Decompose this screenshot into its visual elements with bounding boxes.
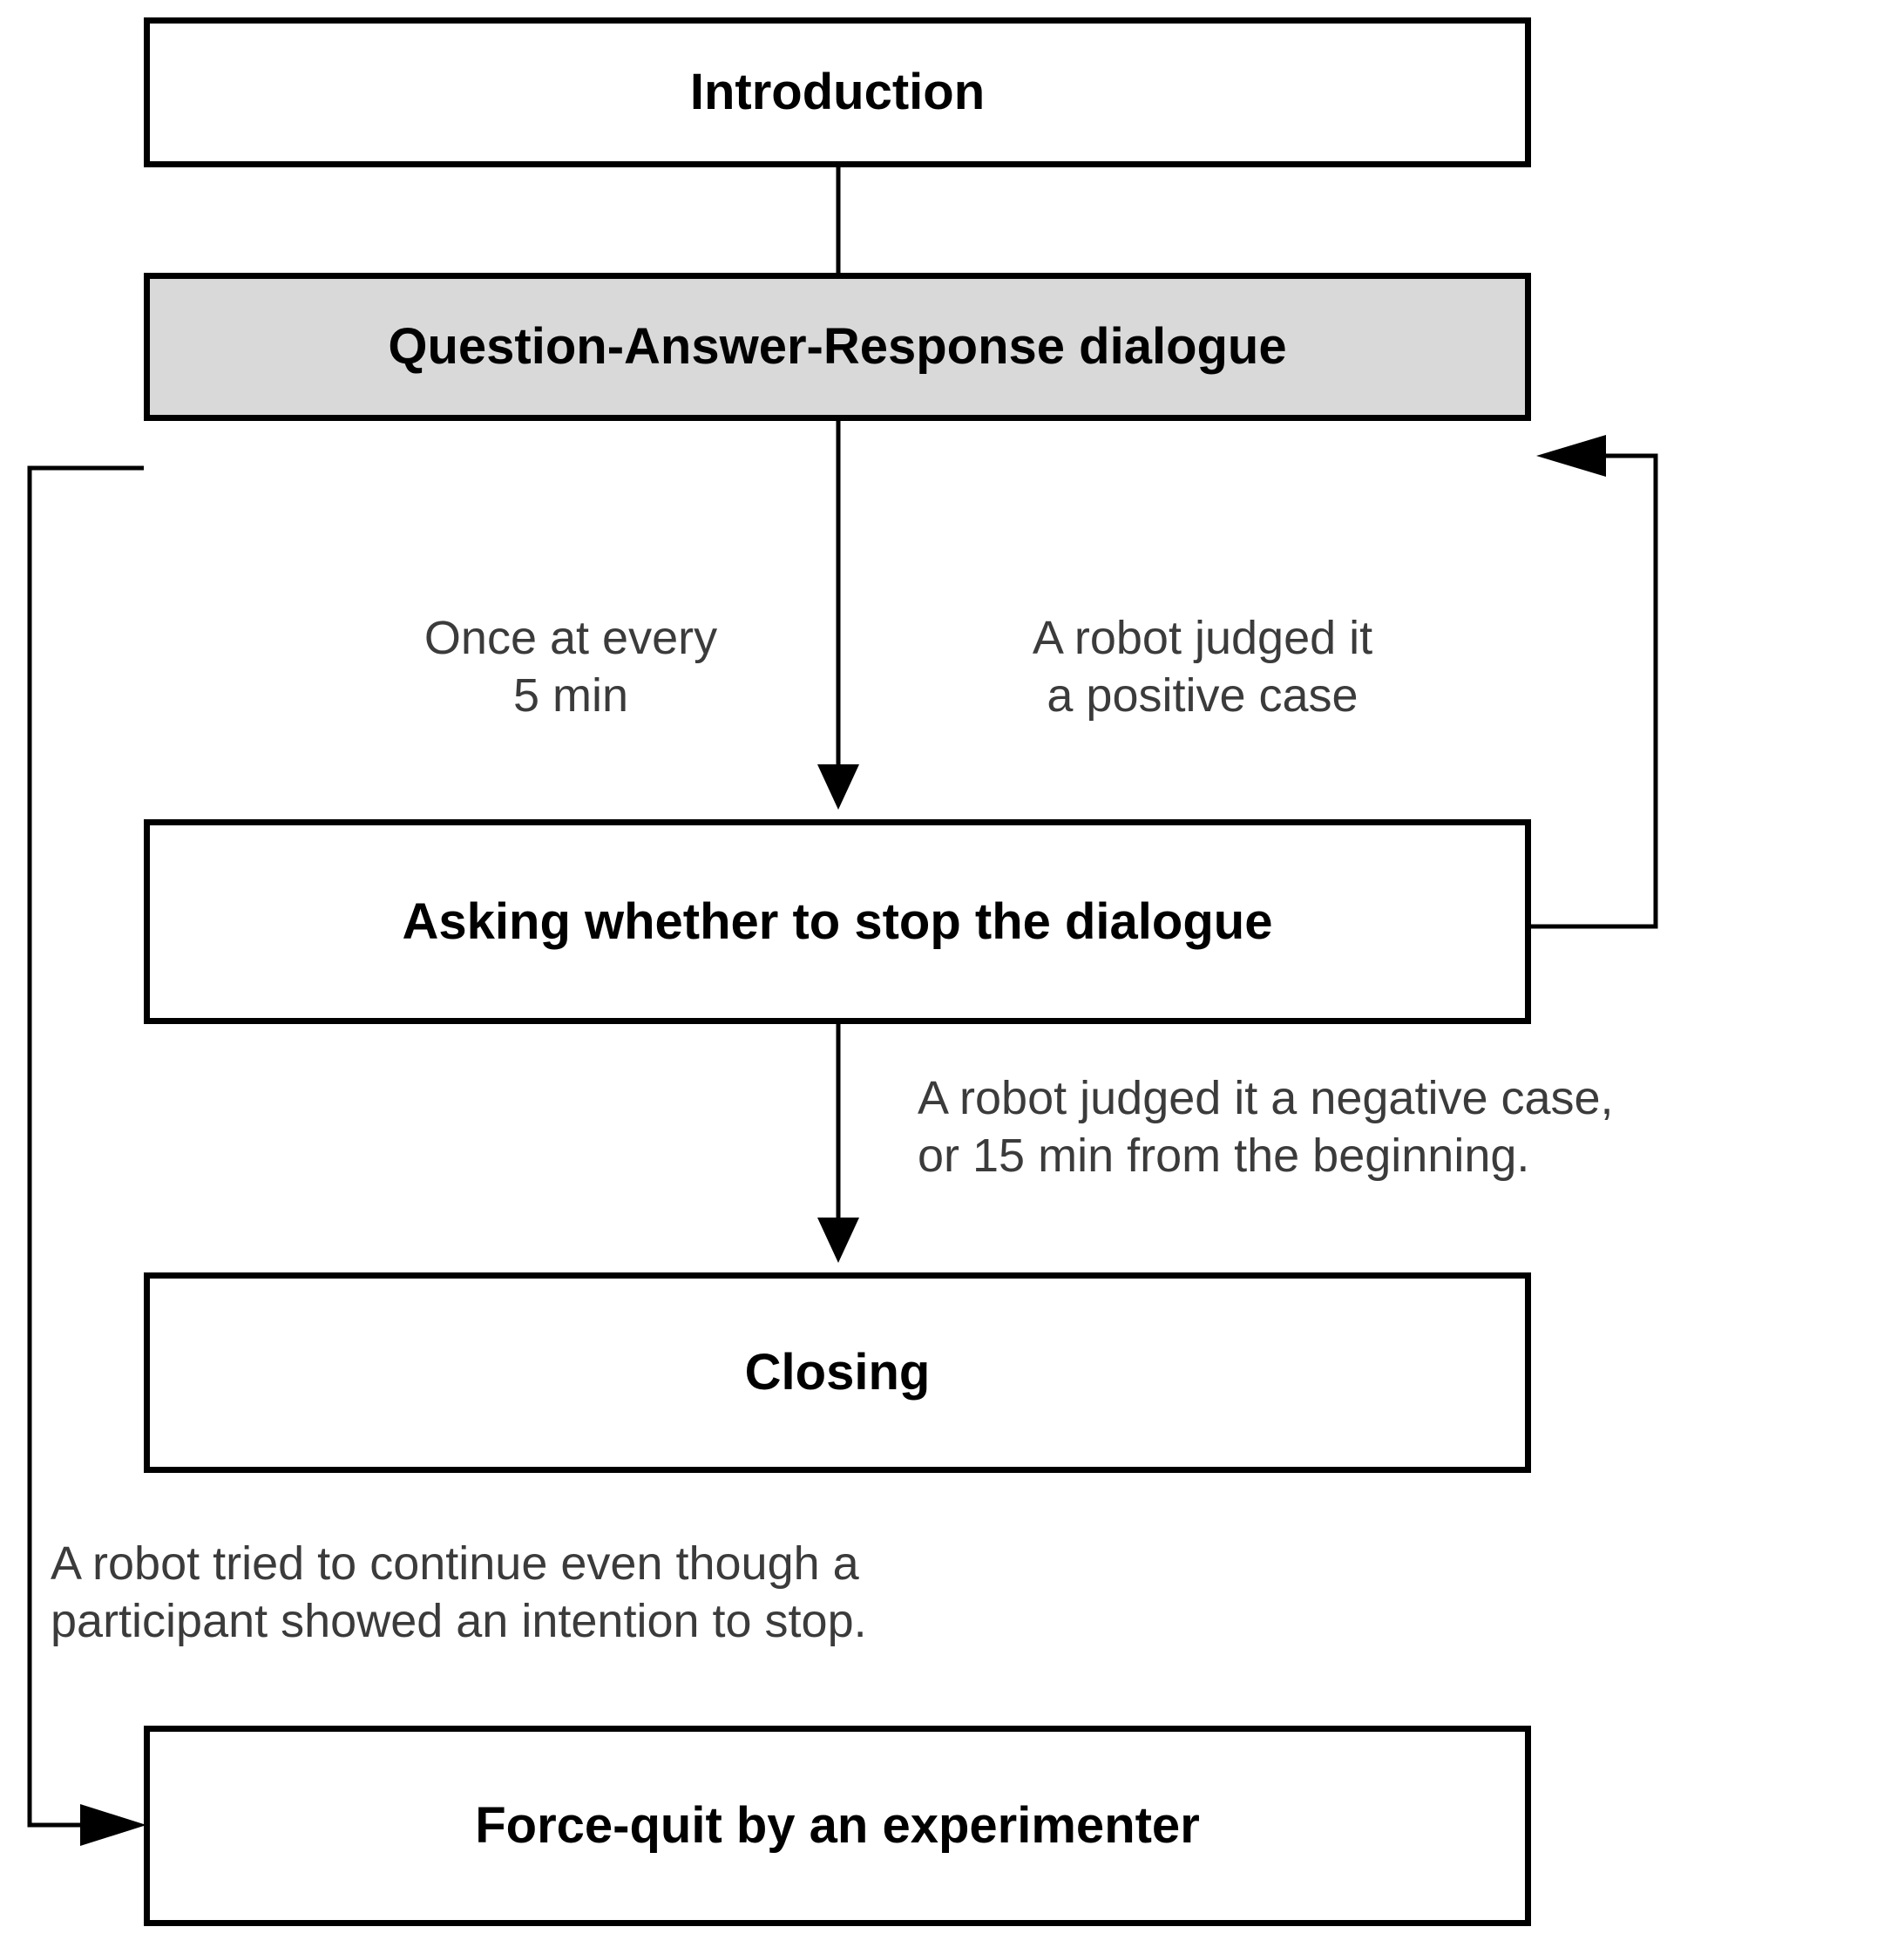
edge-label-every-5-min: Once at every 5 min (423, 612, 718, 722)
node-asking-stop[interactable]: Asking whether to stop the dialogue (144, 819, 1531, 1024)
connector-dialogue-to-asking (817, 420, 859, 810)
node-closing-label: Closing (744, 1344, 931, 1401)
edge-label-continue-intention: A robot tried to continue even though a … (51, 1537, 867, 1647)
node-introduction[interactable]: Introduction (144, 17, 1531, 167)
edge-label-negative-case: A robot judged it a negative case, or 15… (918, 1072, 1614, 1182)
connector-asking-to-dialogue-loop (1531, 435, 1658, 929)
node-qar-dialogue[interactable]: Question-Answer-Response dialogue (144, 273, 1531, 421)
node-introduction-label: Introduction (689, 64, 986, 121)
node-force-quit-label: Force-quit by an experimenter (475, 1797, 1200, 1855)
edge-label-positive-case: A robot judged it a positive case (1032, 612, 1373, 722)
node-qar-dialogue-label: Question-Answer-Response dialogue (388, 318, 1287, 376)
connector-asking-to-closing (817, 1024, 859, 1263)
node-closing[interactable]: Closing (144, 1272, 1531, 1473)
node-force-quit[interactable]: Force-quit by an experimenter (144, 1726, 1531, 1926)
node-asking-stop-label: Asking whether to stop the dialogue (402, 892, 1273, 950)
